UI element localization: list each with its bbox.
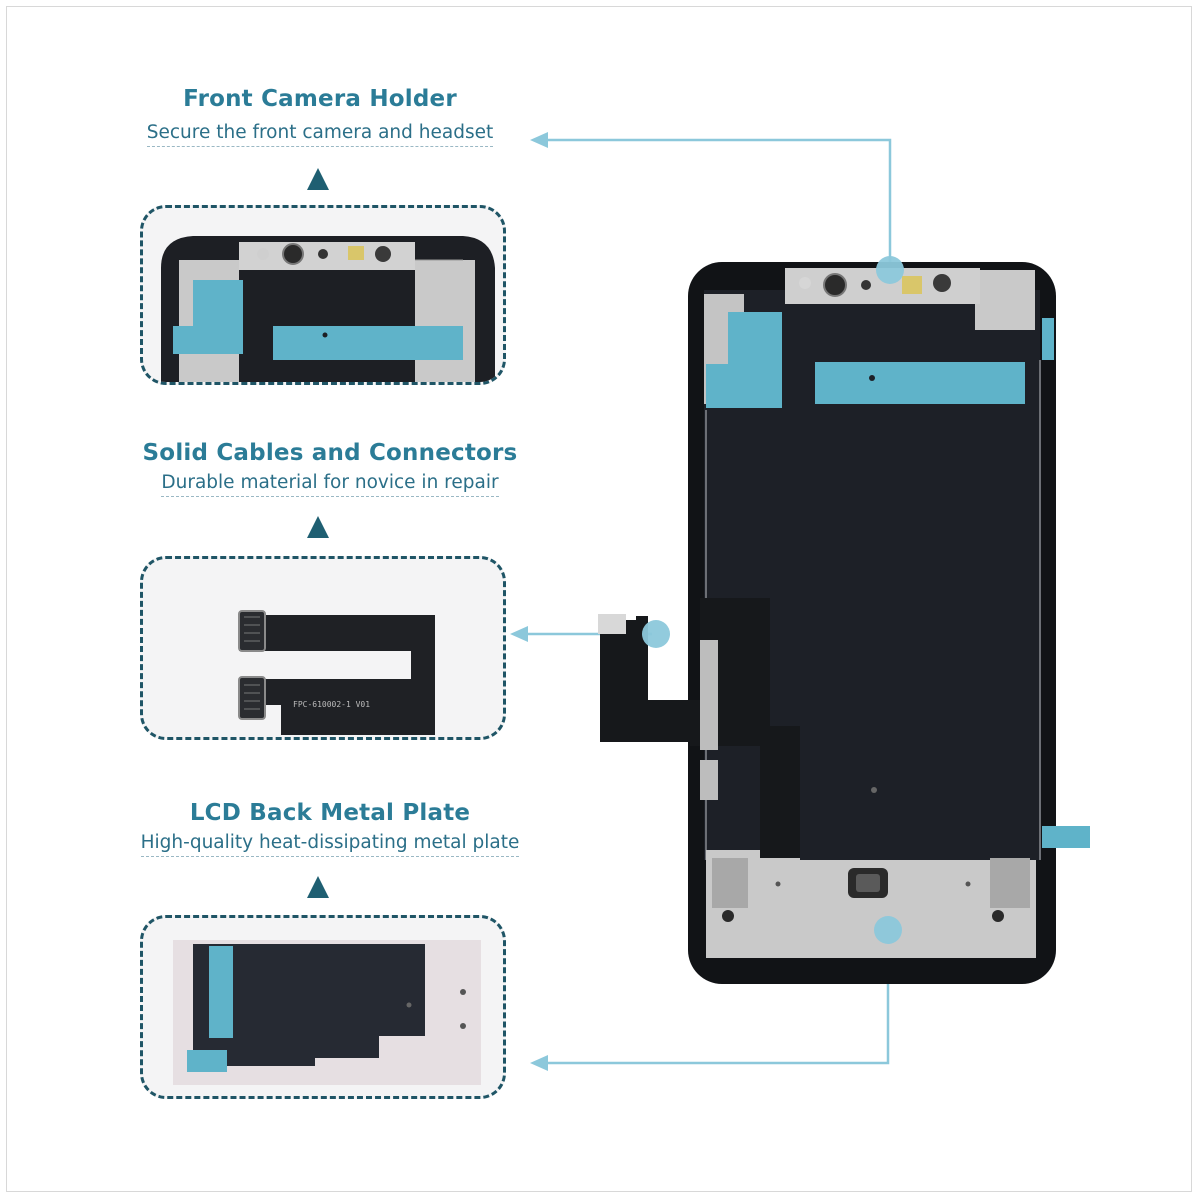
callout-solid-cables: Solid Cables and Connectors Durable mate… — [120, 440, 540, 497]
callout-subtitle: Durable material for novice in repair — [161, 472, 499, 497]
cable-marking: FPC-610002-1 V01 — [293, 700, 370, 709]
up-arrow-icon — [307, 876, 329, 898]
image-frame — [6, 6, 1192, 1192]
back-metal-plate — [706, 850, 1036, 958]
callout-dot-icon — [876, 256, 904, 284]
callout-subtitle: High-quality heat-dissipating metal plat… — [140, 832, 520, 857]
panel-front-camera-holder — [140, 205, 506, 385]
left-arrow-icon — [530, 1055, 548, 1071]
callout-title: Front Camera Holder — [183, 86, 457, 112]
teal-tape — [815, 362, 1025, 404]
cable-connector — [598, 614, 626, 634]
callout-dot-icon — [642, 620, 670, 648]
panel-flex-cable: FPC-610002-1 V01 — [140, 556, 506, 740]
callout-title: Solid Cables and Connectors — [142, 440, 518, 466]
camera-holder-closeup — [161, 236, 495, 382]
up-arrow-icon — [307, 516, 329, 538]
flex-cable-closeup: FPC-610002-1 V01 — [238, 610, 435, 735]
callout-dot-icon — [874, 916, 902, 944]
left-arrow-icon — [510, 626, 528, 642]
panel-back-metal-plate — [140, 915, 506, 1099]
left-arrow-icon — [530, 132, 548, 148]
callout-front-camera-holder: Front Camera Holder Secure the front cam… — [110, 86, 530, 147]
callout-subtitle: Secure the front camera and headset — [146, 122, 494, 147]
callout-lcd-back-plate: LCD Back Metal Plate High-quality heat-d… — [110, 800, 550, 857]
callout-title: LCD Back Metal Plate — [189, 800, 471, 826]
up-arrow-icon — [307, 168, 329, 190]
metal-plate-closeup — [173, 940, 481, 1085]
